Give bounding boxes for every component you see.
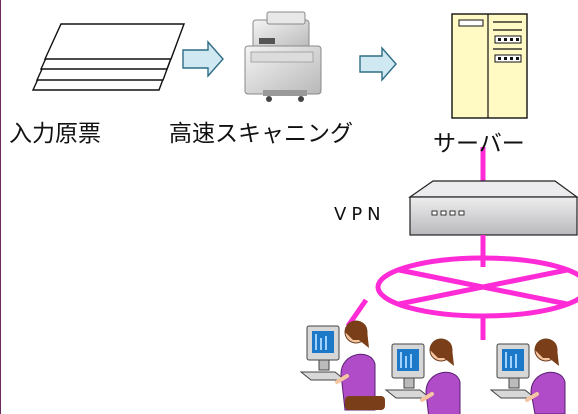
operator-computer-icon	[489, 338, 566, 414]
scanner-icon	[244, 11, 322, 102]
arrow-icon	[359, 46, 397, 82]
router-icon	[408, 180, 578, 236]
paper-stack-icon	[31, 23, 186, 91]
server-label: サーバー	[433, 131, 525, 157]
operator-computer-icon	[384, 338, 461, 414]
high-speed-scanning-label: 高速スキャニング	[169, 121, 353, 147]
arrow-icon	[182, 40, 224, 78]
server-icon	[451, 13, 528, 119]
input-documents-label: 入力原票	[9, 121, 101, 147]
network-ring	[375, 255, 578, 319]
operator-computer-icon	[299, 320, 385, 411]
vpn-label: VPN	[334, 204, 386, 225]
